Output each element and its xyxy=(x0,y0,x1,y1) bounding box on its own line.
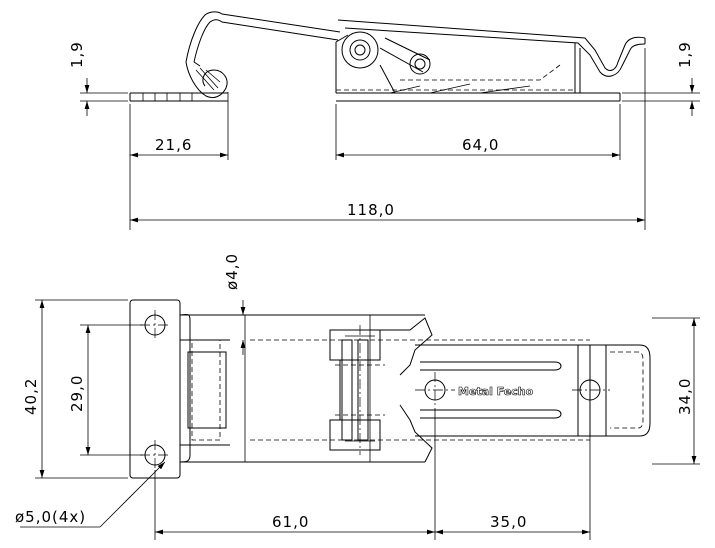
dim-label-hole-spacing-1: 61,0 xyxy=(272,513,309,531)
dim-plate-height: 40,2 xyxy=(22,299,128,479)
plan-holes xyxy=(140,310,610,470)
dim-label-thickness-left: 1,9 xyxy=(68,41,86,68)
side-hook xyxy=(185,11,341,99)
dim-hook-offset: 21,6 xyxy=(129,92,229,230)
plan-view: Metal Fecho ø4,0 40,2 29,0 34,0 xyxy=(15,253,700,540)
plan-base-plate xyxy=(129,299,425,479)
dim-label-base-length: 64,0 xyxy=(462,136,499,154)
dim-hole-diameter: ø5,0(4x) xyxy=(15,461,166,528)
dim-label-hole-spacing-vertical: 29,0 xyxy=(68,375,86,412)
plan-pivot-pin xyxy=(329,325,385,455)
dim-hole-spacing-horizontal: 61,0 35,0 xyxy=(154,408,591,540)
side-base-plate xyxy=(129,89,621,102)
dim-overall-length: 118,0 xyxy=(130,48,646,230)
dim-base-length: 64,0 xyxy=(335,104,621,160)
dim-label-body-height: 34,0 xyxy=(676,378,694,415)
plan-lever xyxy=(244,315,651,463)
side-lever xyxy=(335,19,646,94)
dim-thickness-left: 1,9 xyxy=(68,41,128,116)
dim-pin-diameter: ø4,0 xyxy=(223,253,246,355)
dim-label-plate-height: 40,2 xyxy=(22,378,40,415)
dim-label-hole-diameter: ø5,0(4x) xyxy=(15,508,86,526)
dim-label-pin-diameter: ø4,0 xyxy=(223,253,241,290)
dim-hole-spacing-vertical: 29,0 xyxy=(68,324,143,456)
dim-body-height: 34,0 xyxy=(652,317,700,465)
brand-label: Metal Fecho xyxy=(458,385,534,398)
dim-label-overall-length: 118,0 xyxy=(347,201,395,219)
dim-label-hook-offset: 21,6 xyxy=(155,136,192,154)
dim-thickness-right: 1,9 xyxy=(622,41,700,116)
dim-label-hole-spacing-2: 35,0 xyxy=(490,513,527,531)
side-view: 1,9 1,9 21,6 64,0 118,0 xyxy=(68,11,700,230)
side-pivot xyxy=(341,31,431,75)
dim-label-thickness-right: 1,9 xyxy=(676,41,694,68)
